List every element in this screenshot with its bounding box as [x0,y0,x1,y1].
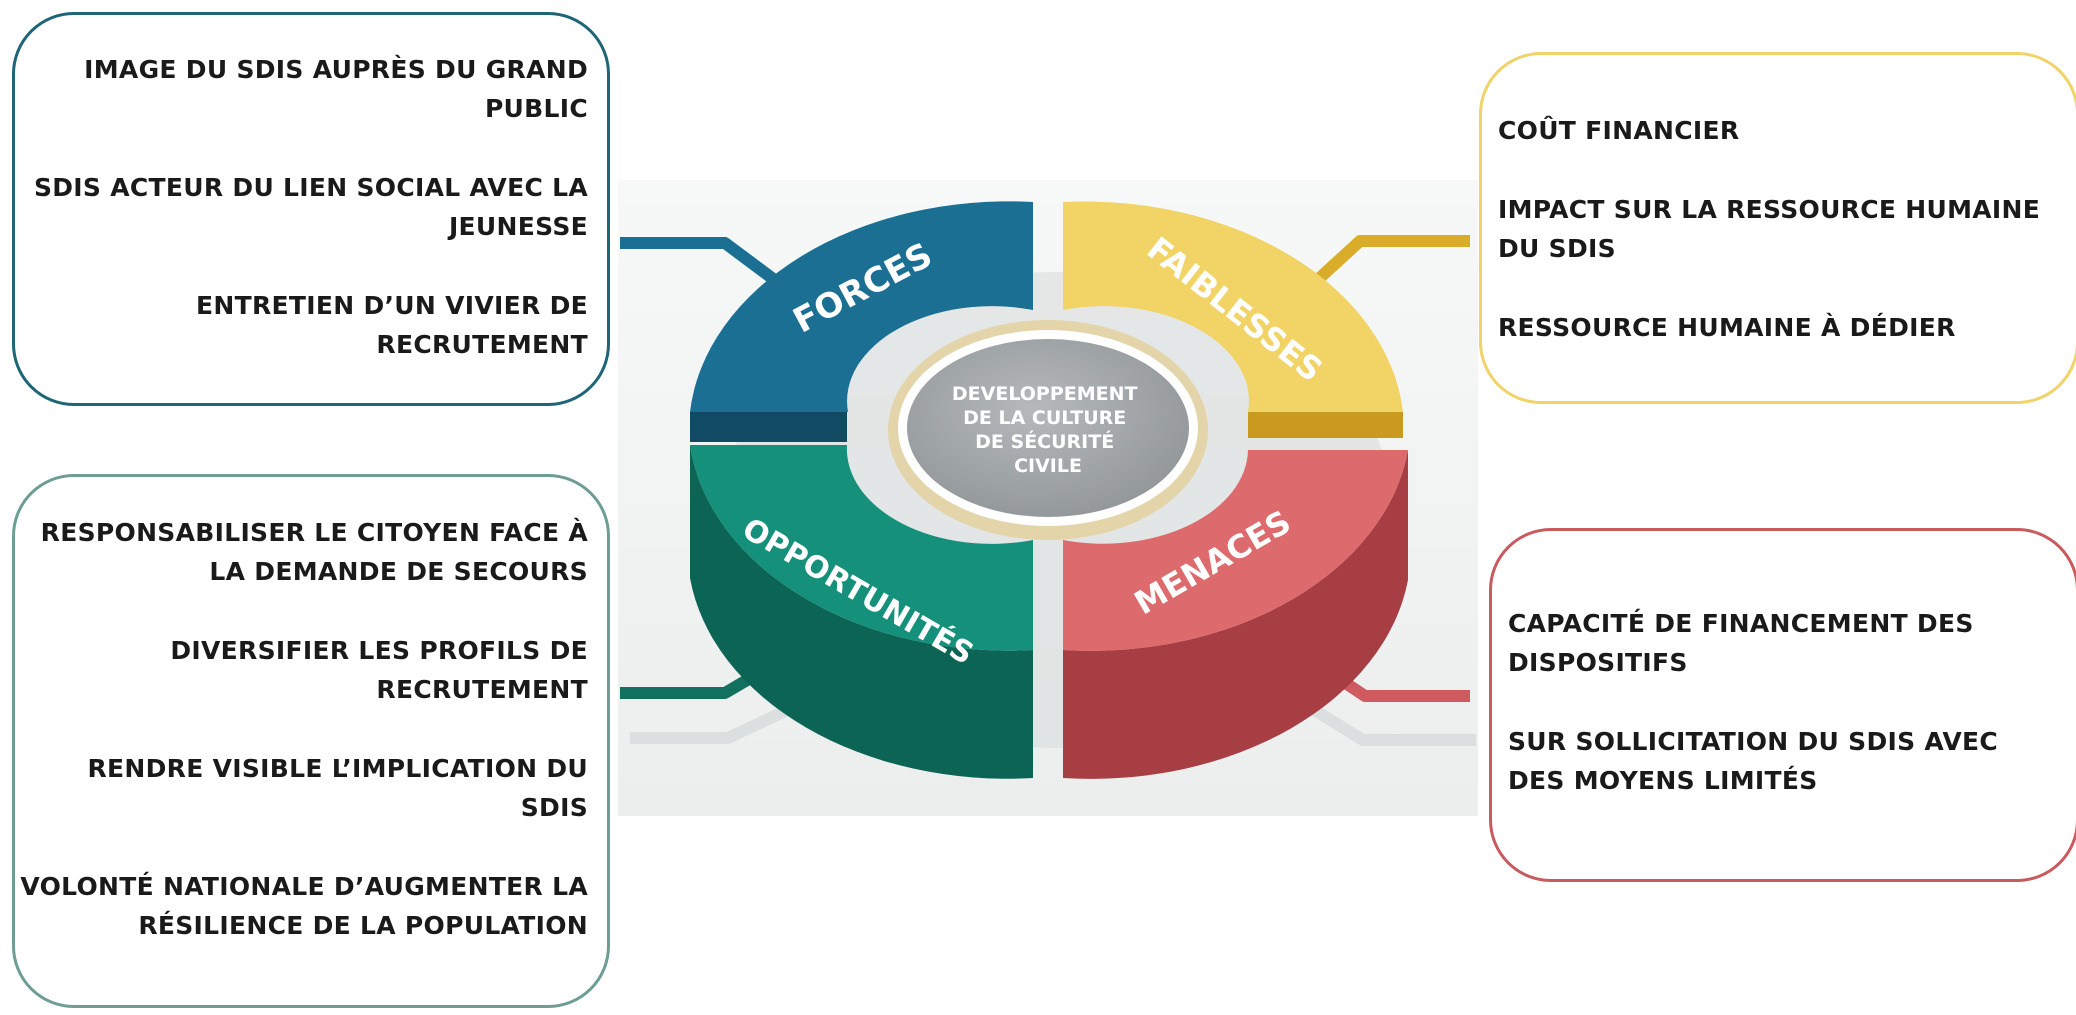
forces-connector [620,237,792,295]
forces-segment [690,201,1033,442]
list-item: IMAGE DU SDIS AUPRÈS DU GRAND PUBLIC [84,55,588,123]
forces-list: IMAGE DU SDIS AUPRÈS DU GRAND PUBLIC SDIS… [18,50,588,364]
list-item: RENDRE VISIBLE L’IMPLICATION DU SDIS [87,754,588,822]
list-item: RESSOURCE HUMAINE À DÉDIER [1498,313,1956,342]
list-item: SUR SOLLICITATION DU SDIS AVEC DES MOYEN… [1508,727,1999,795]
faiblesses-segment [1063,201,1403,438]
center-disc [907,339,1189,517]
faiblesses-box [1479,52,2076,404]
faiblesses-list: COÛT FINANCIER IMPACT SUR LA RESSOURCE HU… [1498,111,2073,347]
list-item: DIVERSIFIER LES PROFILS DE RECRUTEMENT [170,636,588,704]
list-item: RESPONSABILISER LE CITOYEN FACE À LA DEM… [40,518,588,586]
opportunites-shadow-connector [630,699,801,744]
list-item: SDIS ACTEUR DU LIEN SOCIAL AVEC LA JEUNE… [33,173,588,241]
opportunites-list: RESPONSABILISER LE CITOYEN FACE À LA DEM… [18,513,588,945]
center-text-line-4: CIVILE [1014,455,1082,477]
list-item: ENTRETIEN D’UN VIVIER DE RECRUTEMENT [196,291,588,359]
center-text-line-1: DEVELOPPEMENT [952,383,1138,405]
center-text-line-2: DE LA CULTURE [963,407,1126,429]
menaces-list: CAPACITÉ DE FINANCEMENT DES DISPOSITIFS S… [1508,604,2063,800]
list-item: VOLONTÉ NATIONALE D’AUGMENTER LA RÉSILIE… [20,872,588,940]
list-item: IMPACT SUR LA RESSOURCE HUMAINE DU SDIS [1498,195,2041,263]
swot-wheel: DEVELOPPEMENT DE LA CULTURE DE SÉCURITÉ … [618,180,1478,816]
opportunites-segment [690,445,1033,779]
menaces-segment [1063,450,1408,779]
list-item: CAPACITÉ DE FINANCEMENT DES DISPOSITIFS [1508,609,1974,677]
svg-text:DEVELOPPEMENT DE LA CULT: DEVELOPPEMENT DE LA CULTURE DE SÉCURITÉ … [952,383,1144,477]
center-text-line-3: DE SÉCURITÉ [975,430,1114,453]
forces-box [12,12,610,406]
menaces-shadow-connector [1294,694,1476,746]
list-item: COÛT FINANCIER [1498,116,1740,145]
menaces-box [1489,528,2076,882]
faiblesses-connector [1307,235,1470,290]
opportunites-box [12,474,610,1008]
